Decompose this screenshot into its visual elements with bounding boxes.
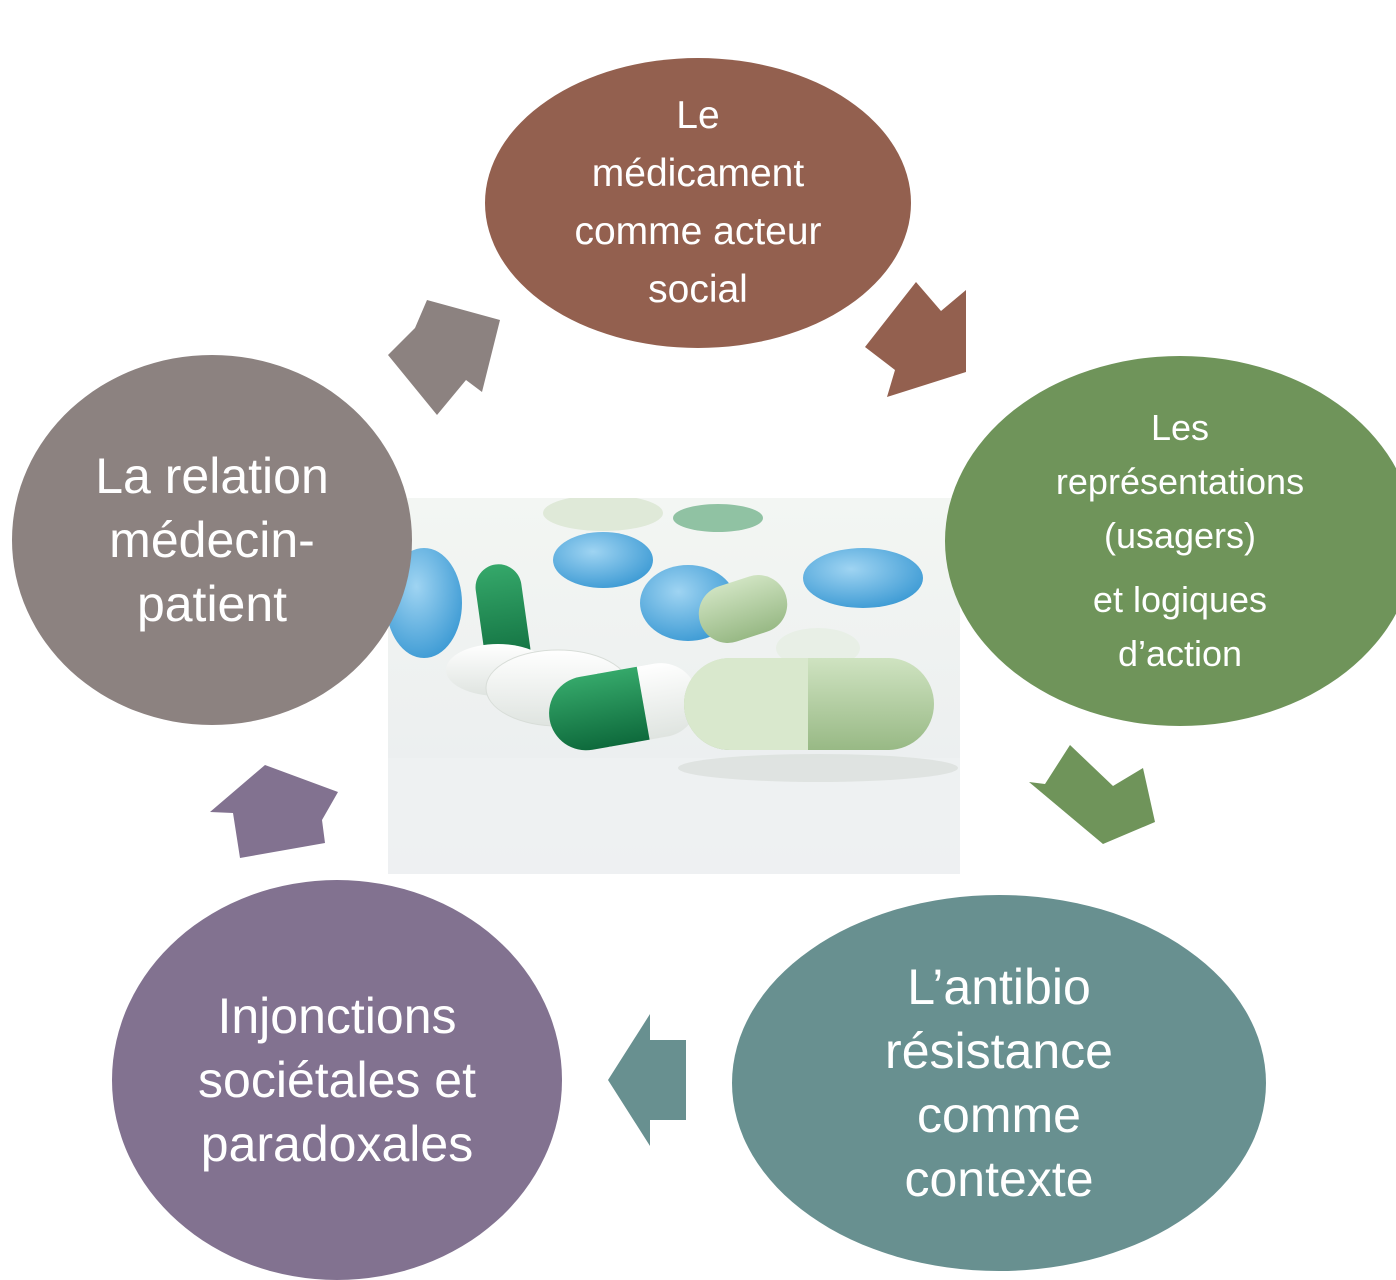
node-antibio-line: comme bbox=[917, 1087, 1081, 1143]
arrow-relation-to-medicament bbox=[388, 300, 500, 415]
node-relation-line: La relation bbox=[95, 448, 329, 504]
node-relation-line: médecin- bbox=[109, 512, 315, 568]
pill bbox=[698, 575, 788, 643]
node-antibio-line: résistance bbox=[885, 1023, 1113, 1079]
node-medicament-line: comme acteur bbox=[574, 210, 822, 253]
node-representations-line: (usagers) bbox=[1103, 515, 1257, 556]
node-antibio: L’antibio résistance comme contexte bbox=[732, 895, 1266, 1271]
node-representations-line: Les bbox=[1150, 407, 1210, 448]
pill bbox=[543, 498, 663, 531]
node-medicament-line: Le bbox=[676, 94, 720, 137]
node-medicament: Le médicament comme acteur social bbox=[485, 58, 911, 348]
node-relation-line: patient bbox=[136, 576, 288, 632]
node-injonctions-line: Injonctions bbox=[217, 988, 457, 1044]
node-injonctions: Injonctions sociétales et paradoxales bbox=[112, 880, 562, 1280]
node-representations-line: d’action bbox=[1117, 633, 1243, 674]
pill bbox=[673, 504, 763, 532]
arrow-antibio-to-injonctions bbox=[608, 1014, 686, 1146]
arrow-representations-to-antibio bbox=[1029, 745, 1155, 844]
arrow-injonctions-to-relation bbox=[210, 765, 338, 858]
node-medicament-line: social bbox=[648, 268, 748, 311]
arrow-medicament-to-representations bbox=[865, 282, 966, 397]
node-representations-line: et logiques bbox=[1092, 579, 1268, 620]
pill bbox=[684, 658, 934, 750]
node-representations-line: représentations bbox=[1055, 461, 1305, 502]
pill bbox=[803, 548, 923, 608]
pill bbox=[549, 663, 698, 751]
pills-photo bbox=[388, 498, 960, 874]
node-antibio-line: contexte bbox=[904, 1151, 1094, 1207]
node-injonctions-line: paradoxales bbox=[200, 1116, 474, 1172]
node-injonctions-line: sociétales et bbox=[198, 1052, 476, 1108]
pill bbox=[553, 532, 653, 588]
node-relation: La relation médecin- patient bbox=[12, 355, 412, 725]
node-antibio-line: L’antibio bbox=[907, 959, 1091, 1015]
node-medicament-line: médicament bbox=[591, 152, 805, 195]
pill-shadow bbox=[678, 754, 958, 782]
node-representations: Les représentations (usagers) et logique… bbox=[945, 356, 1396, 726]
